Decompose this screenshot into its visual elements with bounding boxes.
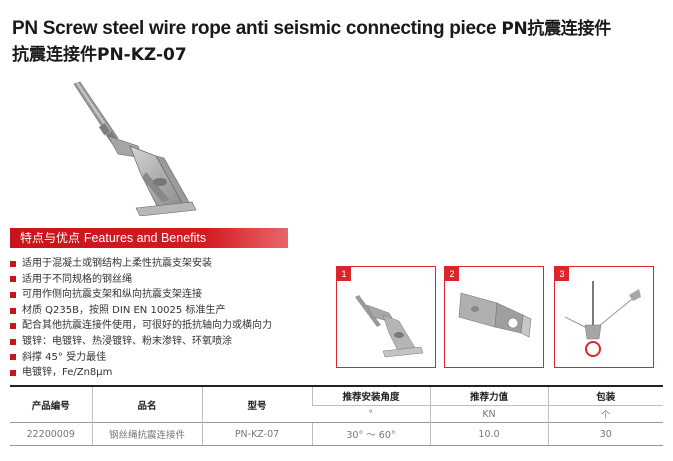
bullet-icon — [10, 260, 16, 267]
bullet-icon — [10, 369, 16, 376]
figure-panel-1: 1 — [336, 266, 436, 368]
header-force: 推荐力值 — [429, 385, 548, 406]
table-row: 22200009 钢丝绳抗震连接件 PN-KZ-07 30° ～ 60° 10.… — [10, 422, 663, 446]
list-item: 斜撑 45° 受力最佳 — [10, 350, 272, 366]
cell-model: PN-KZ-07 — [201, 422, 312, 446]
header-model: 型号 — [201, 385, 312, 423]
panel-number: 3 — [555, 267, 569, 281]
features-heading-en: Features and Benefits — [83, 231, 207, 245]
list-item: 适用于混凝土或钢结构上柔性抗震支架安装 — [10, 256, 272, 272]
unit-angle: ° — [312, 405, 430, 423]
list-item: 配合其他抗震连接件使用，可很好的抵抗轴向力或横向力 — [10, 318, 272, 334]
page-title-line1: PN Screw steel wire rope anti seismic co… — [12, 14, 611, 40]
features-heading-zh: 特点与优点 — [20, 231, 81, 245]
list-item: 镀锌：电镀锌、热浸镀锌、粉末渗锌、环氧喷涂 — [10, 334, 272, 350]
cell-force: 10.0 — [429, 422, 548, 446]
title-chinese: PN抗震连接件 — [501, 19, 611, 39]
bullet-icon — [10, 354, 16, 361]
figure-panel-3: 3 — [554, 266, 654, 368]
bullet-icon — [10, 276, 16, 283]
unit-force: KN — [429, 405, 548, 423]
bracket-installed-icon — [355, 295, 424, 358]
spec-table: 产品编号 品名 型号 推荐安装角度 推荐力值 包装 ° KN 个 2220000… — [10, 385, 663, 446]
panel-number: 1 — [337, 267, 351, 281]
product-image — [73, 81, 197, 216]
header-product-code: 产品编号 — [10, 385, 92, 423]
bullet-icon — [10, 291, 16, 298]
cell-product-code: 22200009 — [10, 422, 92, 446]
header-package: 包装 — [547, 385, 663, 406]
list-item: 可用作侧向抗震支架和纵向抗震支架连接 — [10, 287, 272, 303]
panel-number: 2 — [445, 267, 459, 281]
features-heading: 特点与优点 Features and Benefits — [10, 228, 288, 248]
cell-product-name: 钢丝绳抗震连接件 — [91, 422, 202, 446]
cell-angle: 30° ～ 60° — [311, 422, 430, 446]
unit-package: 个 — [547, 405, 663, 423]
bracket-part-icon — [458, 292, 532, 338]
list-item: 适用于不同规格的钢丝绳 — [10, 272, 272, 288]
bullet-icon — [10, 307, 16, 314]
list-item: 材质 Q235B，按照 DIN EN 10025 标准生产 — [10, 303, 272, 319]
title-english: PN Screw steel wire rope anti seismic co… — [12, 18, 497, 39]
cell-package: 30 — [547, 422, 663, 446]
header-product-name: 品名 — [91, 385, 202, 423]
features-list: 适用于混凝土或钢结构上柔性抗震支架安装 适用于不同规格的钢丝绳 可用作侧向抗震支… — [10, 256, 272, 381]
page-title-line2: 抗震连接件PN-KZ-07 — [12, 45, 187, 65]
list-item: 电镀锌，Fe/Zn8μm — [10, 365, 272, 381]
wire-rope-bracing-icon — [564, 281, 641, 357]
header-angle: 推荐安装角度 — [311, 385, 430, 406]
bullet-icon — [10, 323, 16, 330]
bullet-icon — [10, 338, 16, 345]
figure-panel-2: 2 — [444, 266, 544, 368]
